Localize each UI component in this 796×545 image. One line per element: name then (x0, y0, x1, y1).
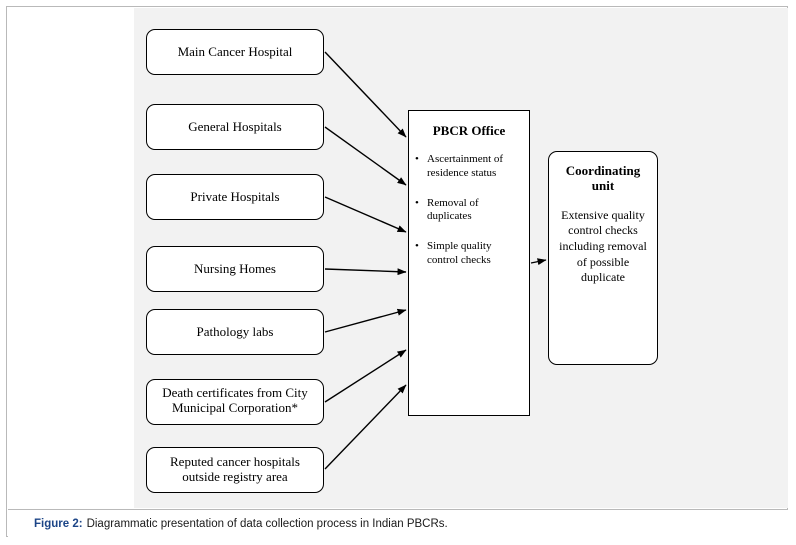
source-node-label: Main Cancer Hospital (177, 43, 293, 59)
source-node-pathology-labs[interactable]: Pathology labs (146, 309, 324, 355)
bullet-dot-icon: • (415, 153, 419, 165)
pbcr-bullet-item: • Simple quality control checks (415, 240, 523, 268)
pbcr-bullet-label: Removal of duplicates (427, 196, 479, 223)
bullet-dot-icon: • (415, 240, 419, 252)
source-node-reputed-cancer-hospitals[interactable]: Reputed cancer hospitals outside registr… (146, 447, 324, 493)
source-node-death-certificates[interactable]: Death certificates from City Municipal C… (146, 379, 324, 425)
source-node-main-cancer-hospital[interactable]: Main Cancer Hospital (146, 29, 324, 75)
coordinating-unit-title: Coordinating unit (565, 163, 641, 193)
source-node-nursing-homes[interactable]: Nursing Homes (146, 246, 324, 292)
coordinating-unit-body: Extensive quality control checks includi… (559, 207, 647, 285)
pbcr-bullet-label: Simple quality control checks (427, 240, 492, 266)
arrow-connectors (324, 51, 547, 470)
source-node-label: Reputed cancer hospitals outside registr… (170, 454, 300, 484)
coordinating-unit-node[interactable]: Coordinating unit Extensive quality cont… (548, 151, 658, 365)
source-node-private-hospitals[interactable]: Private Hospitals (146, 174, 324, 220)
source-node-label: Private Hospitals (190, 188, 280, 204)
source-node-label: Death certificates from City Municipal C… (162, 385, 308, 415)
figure-caption-label: Figure 2: (34, 517, 83, 530)
bullet-dot-icon: • (415, 196, 419, 209)
diagram-layer: Main Cancer Hospital General Hospitals P… (7, 7, 789, 509)
source-node-general-hospitals[interactable]: General Hospitals (146, 104, 324, 150)
source-node-label: Pathology labs (196, 323, 274, 339)
figure-caption-text: Diagrammatic presentation of data collec… (86, 517, 448, 530)
pbcr-bullet-item: • Ascertainment of residence status (415, 153, 523, 181)
pbcr-bullet-item: • Removal of duplicates (415, 197, 523, 225)
pbcr-office-title: PBCR Office (432, 123, 506, 138)
source-node-label: Nursing Homes (194, 260, 276, 276)
source-node-label: General Hospitals (188, 118, 282, 134)
pbcr-bullet-label: Ascertainment of residence status (427, 153, 504, 179)
figure-container: Main Cancer Hospital General Hospitals P… (6, 6, 788, 537)
pbcr-office-node[interactable]: PBCR Office • Ascertainment of residence… (408, 110, 530, 416)
figure-caption: Figure 2: Diagrammatic presentation of d… (8, 509, 788, 537)
